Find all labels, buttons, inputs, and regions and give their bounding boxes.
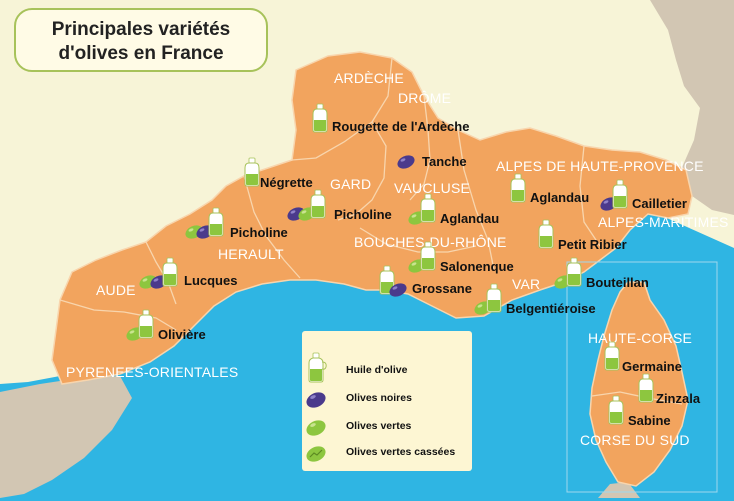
- dept-label-drome: DRÔME: [398, 90, 452, 106]
- variety-label-negrette: Négrette: [260, 175, 313, 190]
- olive-oil-bottle-icon: [244, 157, 260, 187]
- dept-label-gard: GARD: [330, 176, 372, 192]
- variety-label-belgentieroise: Belgentiéroise: [506, 301, 596, 316]
- variety-marker-aglandau-ahp: [510, 173, 526, 203]
- olive-oil-bottle-icon: [162, 257, 178, 287]
- variety-marker-petit-ribier: [538, 219, 554, 249]
- variety-label-petit-ribier: Petit Ribier: [558, 237, 627, 252]
- variety-label-tanche: Tanche: [422, 154, 467, 169]
- olive-oil-bottle-icon: [510, 173, 526, 203]
- variety-marker-zinzala: [638, 373, 654, 403]
- variety-label-aglandau-ahp: Aglandau: [530, 190, 590, 205]
- variety-marker-lucques: [139, 257, 178, 289]
- variety-marker-sabine: [608, 395, 624, 425]
- map-title-line-2: d'olives en France: [58, 43, 224, 64]
- legend-item-green-olives: Olives vertes: [302, 415, 472, 439]
- dept-label-vaucluse: VAUCLUSE: [394, 180, 471, 196]
- variety-marker-salonenque: [408, 241, 436, 273]
- variety-label-picholine-herault: Picholine: [230, 225, 288, 240]
- variety-marker-germaine: [604, 341, 620, 371]
- variety-marker-cailletier: [600, 179, 628, 211]
- legend-box: Huile d'olive Olives noires Olives verte…: [302, 331, 472, 471]
- variety-label-salonenque: Salonenque: [440, 259, 514, 274]
- variety-label-aglandau-vaucluse: Aglandau: [440, 211, 500, 226]
- land-italy: [650, 0, 734, 215]
- variety-marker-grossane: [379, 265, 407, 297]
- olive-oil-bottle-icon: [420, 193, 436, 223]
- land-spain: [0, 376, 132, 498]
- cracked-green-olive-icon: [306, 446, 326, 462]
- legend-label-olive-oil: Huile d'olive: [346, 364, 408, 376]
- land-sardinia: [598, 482, 640, 498]
- olive-oil-bottle-icon: [310, 189, 326, 219]
- legend-label-black-olives: Olives noires: [346, 392, 412, 404]
- department-borders: [59, 57, 601, 331]
- dept-label-pyrenees-orientales: PYRENEES-ORIENTALES: [66, 364, 239, 380]
- dept-label-corse-du-sud: CORSE DU SUD: [580, 432, 690, 448]
- olive-oil-bottle-icon: [208, 207, 224, 237]
- variety-label-zinzala: Zinzala: [656, 391, 701, 406]
- dept-label-aude: AUDE: [96, 282, 136, 298]
- olive-oil-bottle-icon: [612, 179, 628, 209]
- dept-label-ardeche: ARDÈCHE: [334, 70, 404, 86]
- olive-oil-bottle-icon: [538, 219, 554, 249]
- corsica-frame: [566, 261, 718, 493]
- variety-marker-aglandau-vaucluse: [408, 193, 436, 225]
- olive-oil-bottle-icon: [312, 103, 328, 133]
- legend-label-cracked-green-olives: Olives vertes cassées: [346, 446, 456, 458]
- variety-label-picholine-gard: Picholine: [334, 207, 392, 222]
- olive-oil-bottle-icon: [308, 352, 327, 383]
- dept-label-var: VAR: [512, 276, 541, 292]
- variety-label-rougette: Rougette de l'Ardèche: [332, 119, 470, 134]
- variety-marker-picholine-gard: [287, 189, 326, 221]
- dept-label-herault: HERAULT: [218, 246, 284, 262]
- legend-label-green-olives: Olives vertes: [346, 420, 412, 432]
- olive-oil-bottle-icon: [608, 395, 624, 425]
- variety-label-grossane: Grossane: [412, 281, 472, 296]
- variety-label-cailletier: Cailletier: [632, 196, 687, 211]
- black-olive-icon: [306, 392, 326, 408]
- variety-marker-bouteillan: [554, 257, 582, 289]
- olive-oil-bottle-icon: [604, 341, 620, 371]
- olive-oil-bottle-icon: [566, 257, 582, 287]
- legend-item-black-olives: Olives noires: [302, 387, 472, 411]
- variety-label-bouteillan: Bouteillan: [586, 275, 649, 290]
- variety-label-lucques: Lucques: [184, 273, 238, 288]
- map-title-box: Principales variétés d'olives en France: [14, 8, 268, 72]
- legend-item-olive-oil: Huile d'olive: [302, 352, 472, 383]
- corsica-border: [591, 391, 683, 405]
- black-olive-icon: [397, 155, 415, 169]
- green-olive-icon: [306, 420, 326, 436]
- variety-marker-belgentieroise: [474, 283, 502, 315]
- olive-oil-bottle-icon: [420, 241, 436, 271]
- olive-oil-bottle-icon: [486, 283, 502, 313]
- dept-label-alpes-maritimes: ALPES-MARITIMES: [598, 214, 729, 230]
- black-olive-icon: [389, 283, 407, 297]
- variety-marker-tanche: [397, 155, 415, 169]
- legend-item-cracked-green-olives: Olives vertes cassées: [302, 441, 472, 465]
- variety-label-germaine: Germaine: [622, 359, 682, 374]
- variety-marker-oliviere: [126, 309, 154, 341]
- variety-marker-rougette: [312, 103, 328, 133]
- olive-region-mainland: [51, 51, 693, 385]
- variety-label-sabine: Sabine: [628, 413, 671, 428]
- variety-marker-picholine-herault: [185, 207, 224, 239]
- olive-oil-bottle-icon: [138, 309, 154, 339]
- olive-oil-bottle-icon: [638, 373, 654, 403]
- variety-label-oliviere: Olivière: [158, 327, 206, 342]
- map-title-line-1: Principales variétés: [51, 19, 231, 40]
- dept-label-alpes-de-haute-provence: ALPES DE HAUTE-PROVENCE: [496, 158, 704, 174]
- variety-marker-negrette: [244, 157, 260, 187]
